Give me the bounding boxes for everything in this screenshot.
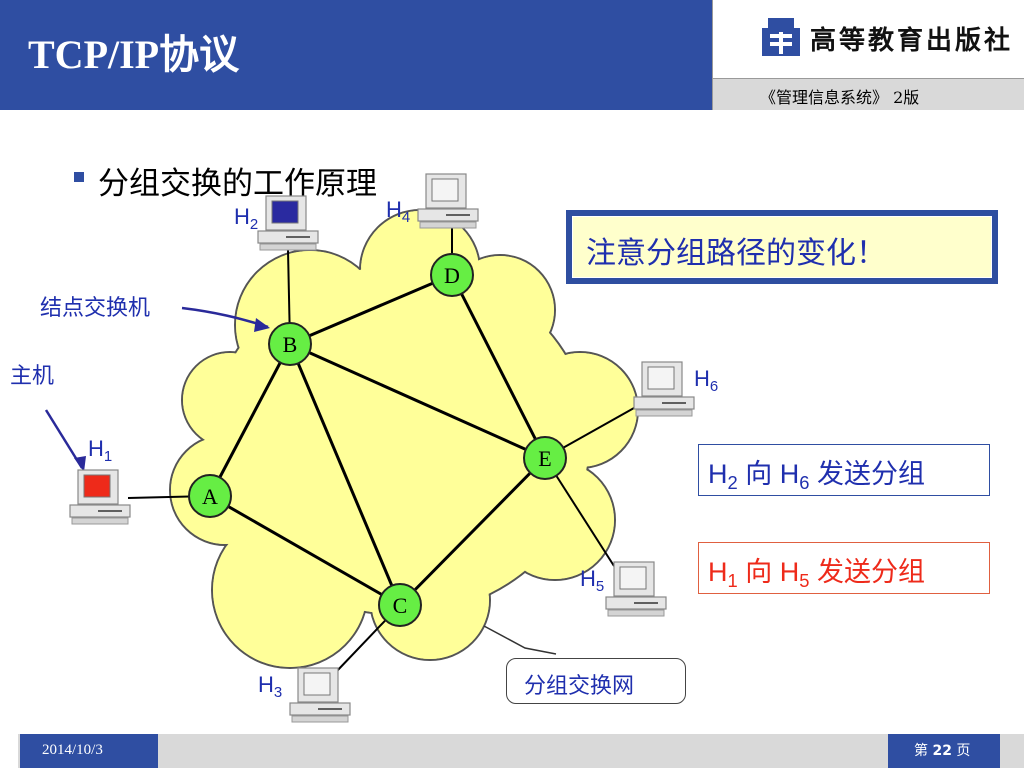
host-computer-h2 — [257, 195, 319, 251]
host-computer-h3 — [289, 667, 351, 723]
keyboard-icon — [607, 609, 665, 617]
footer-date: 2014/10/3 — [42, 742, 103, 758]
switch-node-d — [430, 253, 474, 297]
h3-label: H3 — [258, 672, 283, 702]
link-b-d — [289, 273, 453, 346]
host-computer-h5 — [605, 561, 667, 617]
switch-node-label-d: D — [444, 263, 460, 288]
network-label: 分组交换网 — [524, 674, 635, 699]
switch-node-b — [268, 322, 312, 366]
network-callout-line — [483, 625, 557, 655]
switch-node-a — [188, 474, 232, 518]
send-h1-h5-box — [698, 542, 990, 594]
switch-node-e — [523, 436, 567, 480]
footer-page-box — [888, 734, 1000, 768]
h2-label: H2 — [234, 204, 259, 234]
screen-icon — [647, 366, 675, 390]
edition-bar — [712, 79, 1024, 110]
node-switch-label: 结点交换机 — [40, 296, 151, 321]
publisher-name: 高等教育出版社 — [810, 26, 1014, 56]
switch-node-label-a: A — [202, 484, 218, 509]
page-title: TCP/IP协议 — [28, 32, 240, 77]
screen-icon — [619, 566, 647, 590]
h5-label: H5 — [580, 566, 605, 596]
switch-node-c — [378, 583, 422, 627]
link-d-e — [450, 274, 547, 459]
footer-page-number: 第 22 页 — [914, 743, 971, 759]
switch-node-label-c: C — [393, 593, 408, 618]
host-computer-h6 — [633, 361, 695, 417]
note-text: 注意分组路径的变化！ — [586, 236, 886, 271]
link-a-c — [209, 494, 401, 607]
send-h2-h6-box — [698, 444, 990, 496]
screen-icon — [431, 178, 459, 202]
host-arrowhead — [74, 456, 86, 472]
send-h1-h5-text: H1 向 H5 发送分组 — [708, 557, 925, 592]
footer-bar — [18, 734, 1024, 768]
keyboard-icon — [71, 517, 129, 525]
switch-node-label-e: E — [538, 446, 551, 471]
network-label-box — [506, 658, 686, 704]
link-b-a — [208, 343, 292, 497]
bullet-icon — [74, 172, 84, 182]
keyboard-icon — [259, 243, 317, 251]
screen-icon — [83, 474, 111, 498]
link-b-e — [289, 342, 546, 460]
link-c-e — [398, 456, 547, 607]
keyboard-icon — [291, 715, 349, 723]
screen-icon — [271, 200, 299, 224]
keyboard-icon — [635, 409, 693, 417]
h1-label: H1 — [88, 436, 113, 466]
footer-date-box — [20, 734, 158, 768]
switch-node-label-b: B — [283, 332, 298, 357]
h4-label: H4 — [386, 197, 411, 227]
host-computer-h1 — [69, 469, 131, 525]
host-computer-h4 — [417, 173, 479, 229]
keyboard-icon — [419, 221, 477, 229]
title-bar — [0, 0, 712, 110]
link-b-c — [288, 343, 402, 606]
send-h2-h6-text: H2 向 H6 发送分组 — [708, 459, 925, 494]
host-label: 主机 — [10, 364, 55, 389]
slide-heading: 分组交换的工作原理 — [98, 166, 377, 202]
note-box — [572, 216, 992, 278]
screen-icon — [303, 672, 331, 696]
publisher-logo-icon — [762, 18, 800, 56]
edition-label: 《管理信息系统》 2版 — [760, 88, 920, 107]
node-switch-arrowhead — [254, 318, 270, 332]
h6-label: H6 — [694, 366, 719, 396]
